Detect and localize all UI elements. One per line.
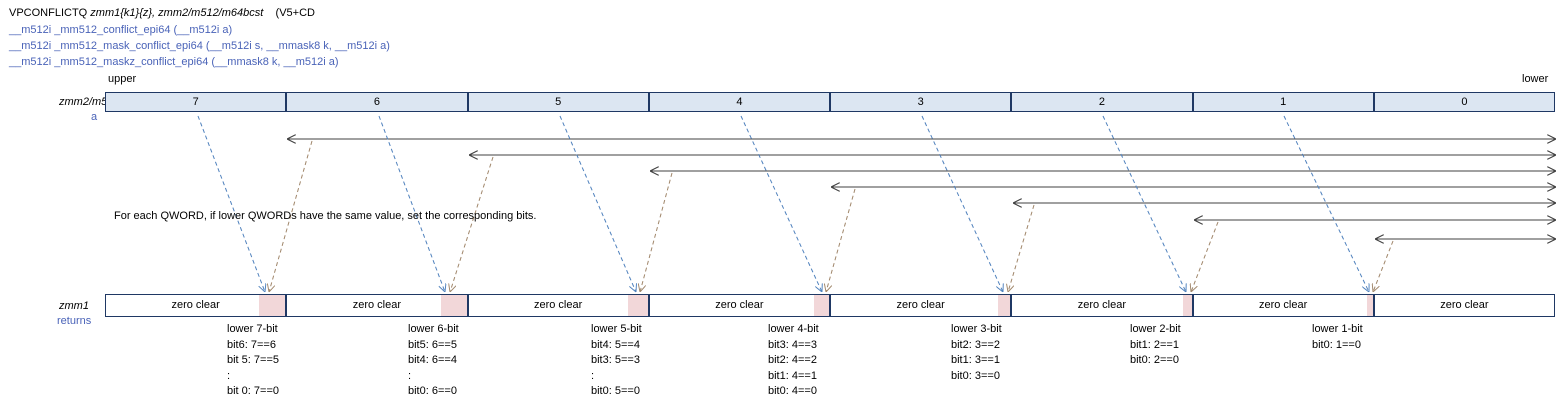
zero-clear-label: zero clear [171, 299, 220, 311]
bit-line: : [227, 369, 231, 382]
bit-description-6: lower 6-bit bit5: 6==5 bit4: 6==4 : bit0… [408, 322, 459, 400]
bit-line: lower 5-bit [591, 323, 642, 335]
bit-line: bit1: 2==1 [1130, 338, 1179, 351]
bit-line: bit4: 5==4 [591, 338, 640, 351]
bit-line: lower 6-bit [408, 323, 459, 335]
conflict-bits-highlight [998, 295, 1011, 316]
result-arrow-3 [1008, 204, 1035, 292]
bit-line: lower 2-bit [1130, 323, 1181, 335]
intrinsic-maskz-conflict: __m512i _mm512_maskz_conflict_epi64 (__m… [9, 56, 339, 68]
conflict-bits-highlight [259, 295, 286, 316]
intrinsic-mask-conflict: __m512i _mm512_mask_conflict_epi64 (__m5… [9, 40, 390, 52]
bit-line: bit2: 4==2 [768, 354, 817, 366]
conflict-bits-highlight [1182, 295, 1192, 316]
bit-line: bit2: 3==2 [951, 338, 1000, 351]
conflict-bits-highlight [440, 295, 467, 316]
bit-line: lower 3-bit [951, 323, 1002, 335]
bit-line: bit3: 4==3 [768, 338, 817, 351]
source-arrow-4 [740, 115, 822, 292]
dest-qword-row: zero clear zero clear zero clear zero cl… [105, 294, 1555, 317]
extension: (V5+CD [275, 7, 315, 19]
source-cell: 6 [287, 93, 469, 111]
lower-label: lower [1522, 73, 1549, 85]
dest-cell: zero clear [106, 295, 288, 316]
result-arrow-1 [1373, 240, 1394, 292]
bit-line: bit4: 6==4 [408, 354, 457, 366]
source-arrow-1 [1283, 115, 1369, 292]
bit-description-4: lower 4-bit bit3: 4==3 bit2: 4==2 bit1: … [768, 322, 819, 400]
source-cell: 5 [469, 93, 650, 111]
bit-line: bit0: 5==0 [591, 385, 640, 397]
mnemonic: VPCONFLICTQ [9, 7, 88, 19]
bit-description-7: lower 7-bit bit6: 7==6 bit 5: 7==5 : bit… [227, 322, 279, 400]
intrinsic-conflict: __m512i _mm512_conflict_epi64 (__m512i a… [9, 24, 233, 36]
zero-clear-label: zero clear [1077, 299, 1127, 311]
result-arrow-2 [1191, 221, 1219, 292]
dest-variable-label: returns [57, 315, 92, 327]
bit-line: bit0: 4==0 [768, 385, 817, 397]
conflict-bits-highlight [1366, 295, 1373, 316]
bit-description-1: lower 1-bit bit0: 1==0 [1312, 322, 1363, 353]
source-cell: 2 [1012, 93, 1194, 111]
bit-line: bit0: 1==0 [1312, 338, 1361, 351]
dest-cell: zero clear [1194, 295, 1375, 316]
bit-line: lower 1-bit [1312, 323, 1363, 335]
dest-cell: zero clear [1012, 295, 1194, 316]
bit-line: bit 5: 7==5 [227, 354, 279, 366]
operands: zmm1{k1}{z}, zmm2/m512/m64bcst [90, 7, 264, 19]
result-arrow-4 [826, 188, 856, 292]
dest-cell: zero clear [1375, 295, 1554, 316]
instruction-title: VPCONFLICTQ zmm1{k1}{z}, zmm2/m512/m64bc… [9, 7, 315, 19]
dest-cell: zero clear [831, 295, 1013, 316]
source-variable-label: a [91, 111, 98, 123]
source-arrow-5 [559, 115, 636, 292]
result-arrow-6 [450, 156, 494, 292]
source-arrow-7 [197, 115, 265, 292]
bit-line: lower 7-bit [227, 323, 278, 335]
bit-line: : [408, 369, 412, 382]
source-cell: 0 [1461, 96, 1468, 108]
zero-clear-label: zero clear [533, 299, 583, 311]
bit-description-2: lower 2-bit bit1: 2==1 bit0: 2==0 [1130, 322, 1181, 369]
source-cell: 1 [1194, 93, 1375, 111]
bit-line: bit5: 6==5 [408, 338, 457, 351]
upper-label: upper [108, 73, 137, 85]
result-arrow-5 [640, 172, 673, 292]
bit-line: bit3: 5==3 [591, 354, 640, 366]
bit-description-3: lower 3-bit bit2: 3==2 bit1: 3==1 bit0: … [951, 322, 1002, 384]
conflict-bits-highlight [627, 295, 648, 316]
source-cell: 3 [831, 93, 1013, 111]
bit-description-5: lower 5-bit bit4: 5==4 bit3: 5==3 : bit0… [591, 322, 642, 400]
bit-line: bit1: 4==1 [768, 369, 817, 382]
result-arrow-7 [269, 140, 313, 292]
bit-line: : [591, 369, 595, 382]
source-cell: 7 [106, 93, 288, 111]
source-qword-row: 7 6 5 4 3 2 1 0 [105, 92, 1555, 112]
dest-cell: zero clear [287, 295, 469, 316]
bit-line: bit0: 2==0 [1130, 354, 1179, 366]
dest-cell: zero clear [650, 295, 831, 316]
conflict-bits-highlight [814, 295, 829, 316]
bit-line: bit 0: 7==0 [227, 385, 279, 397]
zero-clear-label: zero clear [1440, 299, 1489, 311]
zero-clear-label: zero clear [1258, 299, 1308, 311]
bit-line: bit0: 6==0 [408, 385, 457, 397]
source-arrow-6 [378, 115, 445, 292]
zero-clear-label: zero clear [352, 299, 402, 311]
bit-line: lower 4-bit [768, 323, 819, 335]
dest-cell: zero clear [469, 295, 650, 316]
bit-line: bit1: 3==1 [951, 354, 1000, 366]
bit-line: bit0: 3==0 [951, 369, 1000, 382]
description-text: For each QWORD, if lower QWORDs have the… [114, 210, 537, 222]
source-cell: 4 [650, 93, 831, 111]
zero-clear-label: zero clear [715, 299, 764, 311]
source-arrow-3 [921, 115, 1003, 292]
source-arrow-2 [1102, 115, 1186, 292]
source-register-label: zmm2/m512 [59, 96, 120, 108]
zero-clear-label: zero clear [896, 299, 945, 311]
dest-register-label: zmm1 [59, 300, 89, 312]
bit-line: bit6: 7==6 [227, 338, 276, 351]
